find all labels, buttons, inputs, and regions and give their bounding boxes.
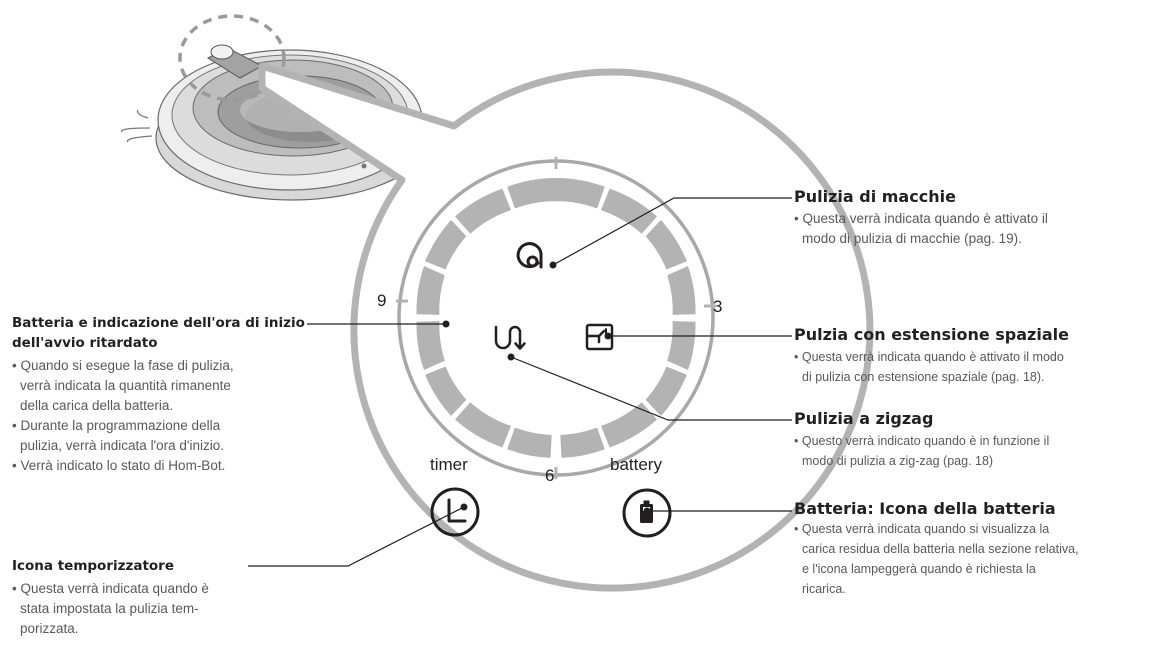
callout-title: Pulizia di macchie [794, 187, 956, 206]
callout-text-line: • Quando si esegue la fase di pulizia, [12, 358, 234, 373]
callout-text-line: • Questo verrà indicato quando è in funz… [794, 434, 1050, 448]
callout-title-line: dell'avvio ritardato [12, 335, 158, 351]
callout-text-line: e l'icona lampeggerà quando è richiesta … [802, 562, 1036, 576]
dial-mark-9: 9 [377, 291, 387, 310]
callout-text-line: pulizia, verrà indicata l'ora d'inizio. [20, 438, 225, 453]
battery-label: battery [610, 455, 662, 474]
callout-text-line: • Questa verrà indicata quando è [12, 581, 209, 596]
callout-text-line: di pulizia con estensione spaziale (pag.… [802, 370, 1045, 384]
hour-tick-marks [396, 157, 716, 479]
callout-description: • Questa verrà indicata quando è stata i… [12, 579, 209, 639]
callout-text-line: verrà indicata la quantità rimanente [20, 378, 231, 393]
callout-title: Batteria e indicazione dell'ora di inizi… [12, 313, 307, 353]
dial-mark-6: 6 [545, 466, 555, 485]
callout-text-line: carica residua della batteria nella sezi… [802, 542, 1079, 556]
callout-spiral-cleaning: Pulzia con estensione spaziale • Questa … [794, 325, 1069, 387]
callout-text-line: porizzata. [20, 621, 79, 636]
leader-dots [442, 261, 651, 515]
callout-spot-cleaning: Pulizia di macchie • Questa verrà indica… [794, 187, 1048, 249]
callout-description: • Questa verrà indicata quando è attivat… [794, 347, 1069, 387]
callout-title: Batteria: Icona della batteria [794, 499, 1056, 518]
battery-segment-ring [416, 177, 696, 458]
callout-text-line: • Questa verrà indicata quando si visual… [794, 522, 1050, 536]
zigzag-cleaning-icon [494, 325, 526, 350]
callout-text-line: modo di pulizia di macchie (pag. 19). [802, 231, 1022, 246]
callout-text-line: • Questa verrà indicata quando è attivat… [794, 350, 1064, 364]
callout-timer-icon: Icona temporizzatore • Questa verrà indi… [12, 556, 209, 639]
callout-title: Icona temporizzatore [12, 558, 174, 574]
callout-title: Pulizia a zigzag [794, 409, 934, 428]
callout-description: • Quando si esegue la fase di pulizia, v… [12, 356, 307, 476]
callout-text-line: • Verrà indicato lo stato di Hom-Bot. [12, 458, 226, 473]
callout-battery-reserve: Batteria e indicazione dell'ora di inizi… [12, 313, 307, 476]
callout-text-line: della carica della batteria. [20, 398, 174, 413]
callout-text-line: ricarica. [802, 582, 846, 596]
magnifier-outline [258, 62, 874, 592]
callout-text-line: • Durante la programmazione della [12, 418, 221, 433]
callout-text-line: modo di pulizia a zig-zag (pag. 18) [802, 454, 994, 468]
callout-text-line: • Questa verrà indicata quando è attivat… [794, 211, 1048, 226]
callout-description: • Questa verrà indicata quando si visual… [794, 519, 1079, 599]
dial-mark-3: 3 [713, 297, 723, 316]
callout-zigzag-cleaning: Pulizia a zigzag • Questo verrà indicato… [794, 409, 1049, 471]
callout-text-line: stata impostata la pulizia tem- [20, 601, 199, 616]
timer-label: timer [430, 455, 468, 474]
callout-description: • Questo verrà indicato quando è in funz… [794, 431, 1049, 471]
callout-title-line: Batteria e indicazione dell'ora di inizi… [12, 313, 307, 333]
spot-cleaning-icon [516, 242, 543, 269]
callout-title: Pulzia con estensione spaziale [794, 325, 1069, 344]
timer-icon [430, 487, 480, 537]
callout-description: • Questa verrà indicata quando è attivat… [794, 209, 1048, 249]
callout-battery-icon: Batteria: Icona della batteria • Questa … [794, 499, 1079, 599]
